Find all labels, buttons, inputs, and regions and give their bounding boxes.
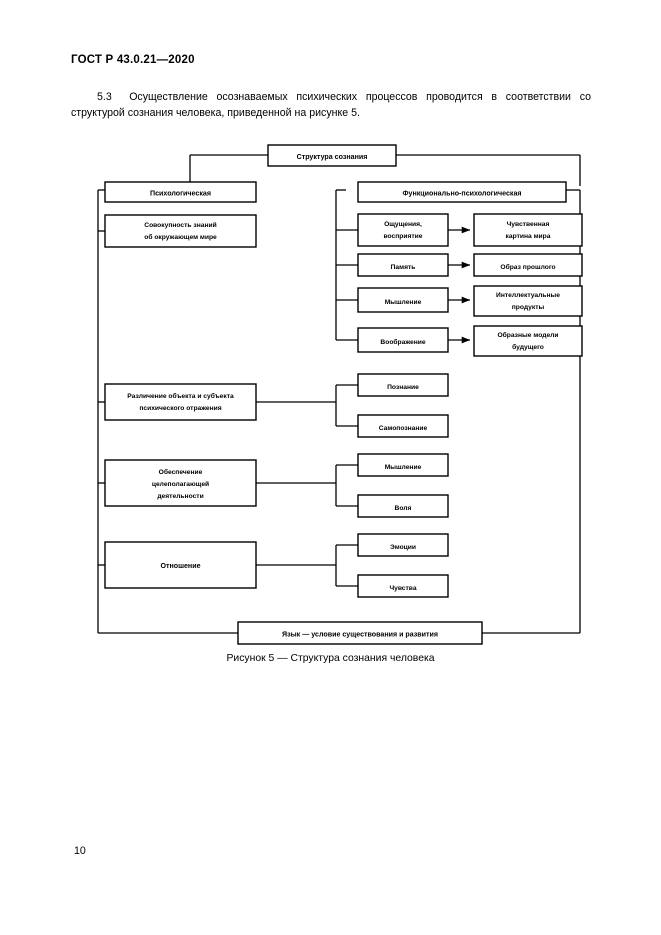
- node-footer-language-label: Язык — условие существования и развития: [282, 631, 438, 639]
- node-process-4-box: [357, 327, 449, 353]
- node-process-1-label-line2: восприятие: [384, 233, 423, 240]
- paragraph-number: 5.3: [97, 91, 112, 103]
- node-subpair-3-top-box: [357, 533, 449, 557]
- node-left-distinction-box: [104, 383, 257, 421]
- node-process-2-label: Память: [391, 264, 416, 271]
- body-paragraph: 5.3 Осуществление осознаваемых психическ…: [71, 90, 591, 121]
- node-left-knowledge-box: [104, 214, 257, 248]
- standard-number-header: ГОСТ Р 43.0.21—2020: [71, 54, 195, 66]
- figure-5-diagram: Структура сознания Психологическая Функц…: [0, 138, 661, 658]
- node-subpair-2-bottom-label: Воля: [395, 505, 412, 512]
- node-branch-right-box: [357, 181, 567, 203]
- node-subpair-3-top-label: Эмоции: [390, 544, 416, 551]
- node-result-3-label-line1: Интеллектуальные: [496, 292, 560, 299]
- node-branch-left-label: Психологическая: [150, 190, 211, 198]
- node-left-attitude-label: Отношение: [160, 562, 200, 570]
- node-subpair-3-bottom-box: [357, 574, 449, 598]
- node-process-3-box: [357, 287, 449, 313]
- node-left-attitude-box: [104, 541, 257, 589]
- node-left-purpose-label-line2: целеполагающей: [152, 480, 209, 488]
- node-result-2-label: Образ прошлого: [500, 263, 555, 271]
- figure-caption: Рисунок 5 — Структура сознания человека: [226, 653, 435, 664]
- node-footer-language-box: [237, 621, 483, 645]
- node-branch-left-box: [104, 181, 257, 203]
- node-subpair-1-top-label: Познание: [387, 384, 419, 391]
- node-left-purpose-label-line1: Обеспечение: [159, 468, 203, 476]
- node-result-4-box: [473, 325, 583, 357]
- node-subpair-2-top-box: [357, 453, 449, 477]
- node-process-1-box: [357, 213, 449, 247]
- node-result-3-box: [473, 285, 583, 317]
- node-subpair-1-top-box: [357, 373, 449, 397]
- node-result-1-box: [473, 213, 583, 247]
- node-left-purpose-box: [104, 459, 257, 507]
- node-subpair-2-top-label: Мышление: [385, 464, 422, 471]
- node-subpair-2-bottom-box: [357, 494, 449, 518]
- node-left-distinction-label-line2: психического отражения: [139, 405, 221, 412]
- node-subpair-1-bottom-box: [357, 414, 449, 438]
- node-result-4-label-line2: будущего: [512, 343, 544, 351]
- node-left-knowledge-label-line1: Совокупность знаний: [144, 221, 216, 229]
- node-left-distinction-label-line1: Различение объекта и субъекта: [127, 392, 234, 400]
- page-number: 10: [74, 845, 86, 857]
- node-result-4-label-line1: Образные модели: [497, 331, 558, 339]
- node-left-knowledge-label-line2: об окружающем мире: [144, 233, 217, 241]
- node-subpair-1-bottom-label: Самопознание: [379, 425, 428, 432]
- node-root-box: [267, 144, 397, 167]
- node-result-1-label-line1: Чувственная: [507, 221, 550, 228]
- node-subpair-3-bottom-label: Чувства: [389, 585, 416, 592]
- node-branch-right-label: Функционально-психологическая: [402, 190, 521, 198]
- node-process-3-label: Мышление: [385, 299, 422, 306]
- node-process-4-label: Воображение: [380, 338, 425, 346]
- node-process-1-label-line1: Ощущения,: [384, 221, 422, 228]
- node-result-3-label-line2: продукты: [512, 304, 545, 311]
- node-result-1-label-line2: картина мира: [506, 233, 551, 240]
- node-left-purpose-label-line3: деятельности: [157, 493, 203, 500]
- node-result-2-box: [473, 253, 583, 277]
- paragraph-text: Осуществление осознаваемых психических п…: [71, 91, 592, 119]
- node-root-label: Структура сознания: [297, 153, 368, 161]
